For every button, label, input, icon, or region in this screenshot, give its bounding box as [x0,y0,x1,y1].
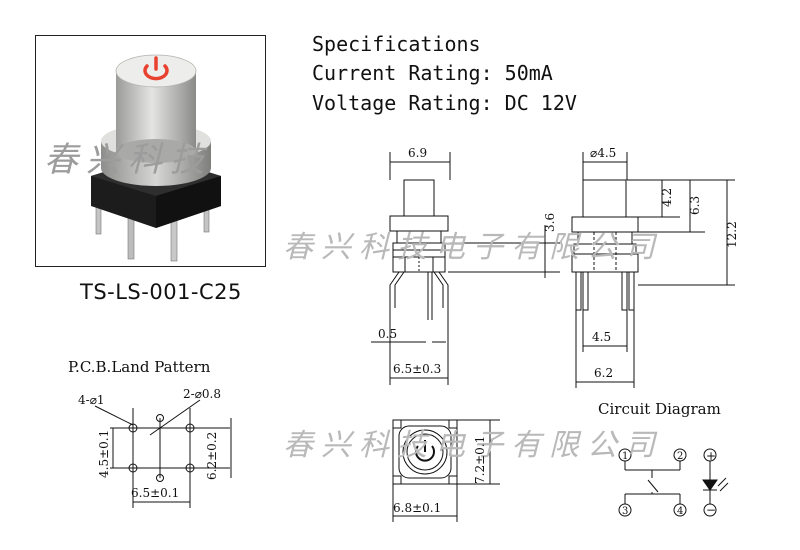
spec-voltage-rating: Voltage Rating: DC 12V [312,91,577,115]
pcb-title: P.C.B.Land Pattern [68,358,211,376]
spec-current-rating: Current Rating: 50mA [312,61,553,85]
photo-watermark: 春兴科技 [44,140,212,180]
pcb-horizontal: 6.5±0.1 [131,486,179,500]
circuit-diagram-drawing [618,448,729,517]
top-view-power-icon [415,440,435,462]
power-symbol-icon [143,56,169,81]
pcb-land-pattern-drawing [94,399,232,508]
pcb-hole-large: 4-⌀1 [78,393,105,407]
led-minus-label: − [706,503,716,517]
dim-side-base-width: 6.2 [594,366,613,380]
dim-side-cap-height: 4.2 [660,188,674,207]
dim-side-overall-height: 12.2 [725,221,739,248]
dim-front-pitch: 6.5±0.3 [393,362,441,376]
circuit-title: Circuit Diagram [598,400,721,418]
dim-top-width: 6.8±0.1 [393,501,441,515]
pcb-vertical-right: 6.2±0.2 [205,432,219,480]
dim-top-height: 7.2±0.1 [473,436,487,484]
led-plus-label: + [706,449,716,463]
circuit-pin-2: 2 [677,451,683,462]
product-photo-frame: 春兴科技 [35,35,266,267]
dim-side-total-cap: 6.3 [688,196,702,215]
drawing-watermark-lower: 春兴科技电子有限公司 [283,428,663,463]
dim-side-inner-pitch: 4.5 [592,330,611,344]
side-view-drawing [571,152,735,388]
spec-title: Specifications [312,32,481,56]
pcb-vertical-left: 4.5±0.1 [97,430,111,478]
drawing-watermark-upper: 春兴科技电子有限公司 [283,230,663,265]
dim-front-top-width: 6.9 [408,146,427,160]
product-photo-illustration [91,54,221,262]
circuit-pin-4: 4 [677,506,683,517]
front-view-drawing [371,152,560,385]
circuit-pin-3: 3 [622,506,628,517]
dim-front-height: 3.6 [543,213,557,232]
top-view-drawing [392,419,500,522]
pcb-hole-small: 2-⌀0.8 [183,387,221,401]
part-number-label: TS-LS-001-C25 [80,280,242,304]
dim-side-cap-diameter: ⌀4.5 [590,146,616,160]
circuit-pin-1: 1 [622,451,628,462]
dim-front-lead-width: 0.5 [378,327,397,341]
